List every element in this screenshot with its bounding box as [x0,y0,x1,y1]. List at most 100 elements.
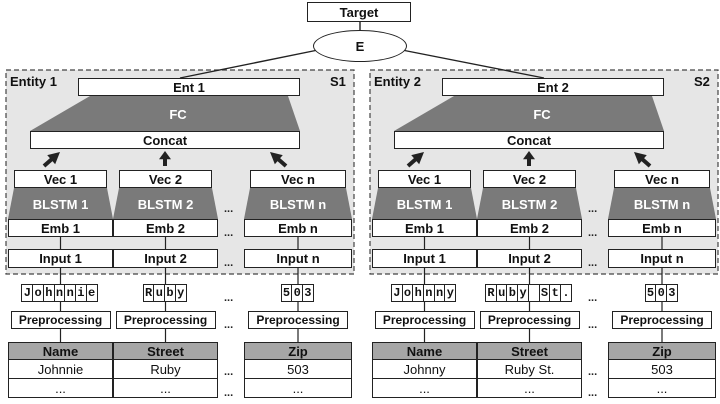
char-cell: 3 [301,284,314,302]
input-1-3-box: Input n [244,249,352,268]
ellipsis-1-0: ... [224,203,234,215]
table-1-header-1: Name [8,342,113,360]
table-1-cell-3: 503 [244,359,352,379]
blstm-1-3-label: BLSTM n [269,197,327,212]
blstm-1-1-trapezoid [8,188,113,219]
blstm-1-3-trapezoid [244,188,352,219]
input-2-2-box: Input 2 [477,249,582,268]
emb-2-2-box: Emb 2 [477,219,582,237]
vec-1-3-box: Vec n [250,170,346,188]
entity-1-label: Entity 1 [10,74,57,89]
blstm-1-2-label: BLSTM 2 [137,197,194,212]
arrow-1-1-head [47,152,60,165]
vec-1-1-box: Vec 1 [14,170,107,188]
arrow-2-1-head [411,152,424,165]
arrow-2-2-head [523,151,535,160]
preprocessing-2-3-box: Preprocessing [612,311,712,329]
scope-1-label: S1 [330,74,346,89]
vec-2-2-box: Vec 2 [483,170,576,188]
char-cell: b [164,284,176,302]
ellipsis-2-2: ... [588,257,598,269]
table-1-more-1: ... [8,378,113,398]
vec-1-2-box: Vec 2 [119,170,212,188]
ellipsis-2-4: ... [588,319,598,331]
emb-2-1-box: Emb 1 [372,219,477,237]
input-2-3-box: Input n [608,249,716,268]
table-2-cell-1: Johnny [372,359,477,379]
char-cell: y [517,284,530,302]
preprocessing-1-3-box: Preprocessing [248,311,348,329]
input-1-1-box: Input 1 [8,249,113,268]
arrow-2-3-head [634,152,647,165]
fc-2-label: FC [533,107,551,122]
ellipsis-2-3: ... [588,292,598,304]
table-2-more-3: ... [608,378,716,398]
table-1-header-3: Zip [244,342,352,360]
char-cell: e [85,284,98,302]
blstm-2-3-trapezoid [608,188,716,219]
scope-2-label: S2 [694,74,710,89]
blstm-2-1-trapezoid [372,188,477,219]
ellipsis-1-3: ... [224,292,234,304]
blstm-2-2-trapezoid [477,188,582,219]
input-1-2-box: Input 2 [113,249,218,268]
fc-1-trapezoid [30,96,300,131]
ellipsis-2-1: ... [588,227,598,239]
vec-2-3-box: Vec n [614,170,710,188]
ellipsis-1-5: ... [224,366,234,378]
table-1-more-2: ... [113,378,218,398]
arrow-1-2-head [159,151,171,160]
table-1-cell-2: Ruby [113,359,218,379]
concat-2-box: Concat [394,131,664,149]
blstm-2-2-label: BLSTM 2 [501,197,558,212]
table-2-header-2: Street [477,342,582,360]
emb-1-3-box: Emb n [244,219,352,237]
blstm-2-3-label: BLSTM n [633,197,691,212]
preprocessing-1-1-box: Preprocessing [10,311,111,329]
ellipsis-2-5: ... [588,366,598,378]
table-2-cell-3: 503 [608,359,716,379]
fc-1-label: FC [169,107,187,122]
vec-2-1-box: Vec 1 [378,170,471,188]
concat-1-box: Concat [30,131,300,149]
char-cell: . [559,284,572,302]
ent-1-box: Ent 1 [78,78,300,96]
char-cell: y [444,284,457,302]
ellipsis-2-0: ... [588,203,598,215]
table-1-header-2: Street [113,342,218,360]
target-box: Target [307,2,411,22]
table-2-header-3: Zip [608,342,716,360]
arrow-1-3-head [270,152,283,165]
emb-1-2-box: Emb 2 [113,219,218,237]
ent-2-box: Ent 2 [442,78,664,96]
table-1-cell-1: Johnnie [8,359,113,379]
table-2-header-1: Name [372,342,477,360]
ensemble-to-ent-2-line [401,49,545,79]
char-cell: y [174,284,187,302]
preprocessing-2-2-box: Preprocessing [479,311,580,329]
ensemble-node: E [313,30,407,62]
ellipsis-1-6: ... [224,387,234,399]
fc-2-trapezoid [394,96,664,131]
preprocessing-2-1-box: Preprocessing [374,311,475,329]
ensemble-to-ent-1-line [179,49,319,79]
char-cell: 0 [655,284,668,302]
table-1-more-3: ... [244,378,352,398]
entity-2-label: Entity 2 [374,74,421,89]
blstm-1-2-trapezoid [113,188,218,219]
blstm-1-1-label: BLSTM 1 [32,197,89,212]
table-2-more-1: ... [372,378,477,398]
table-2-cell-2: Ruby St. [477,359,582,379]
emb-1-1-box: Emb 1 [8,219,113,237]
table-2-more-2: ... [477,378,582,398]
ellipsis-2-6: ... [588,387,598,399]
emb-2-3-box: Emb n [608,219,716,237]
ellipsis-1-2: ... [224,257,234,269]
ellipsis-1-1: ... [224,227,234,239]
preprocessing-1-2-box: Preprocessing [115,311,216,329]
